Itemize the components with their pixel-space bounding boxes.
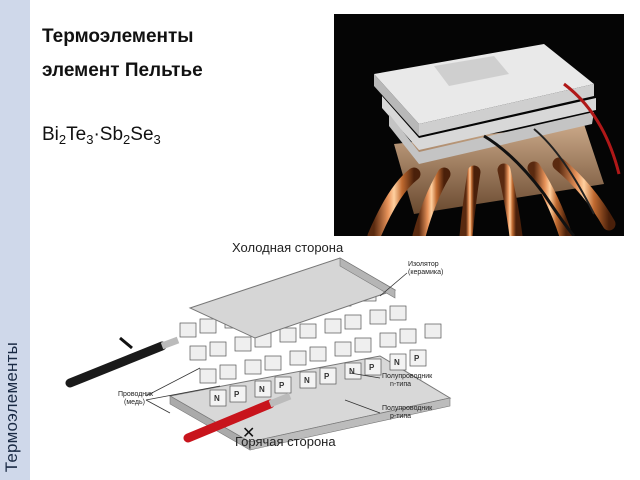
slide-title-line2: элемент Пельтье (42, 60, 203, 81)
top-plate (188, 257, 397, 339)
formula-dot: · (93, 124, 100, 145)
insulator-label-2: (керамика) (408, 269, 443, 276)
np-marks: N P N P N P N P N P (214, 354, 420, 403)
formula-sb: Sb (99, 124, 124, 145)
slide-title: Термоэлементы элемент Пельтье (42, 20, 203, 88)
x-mark: ✕ (242, 425, 255, 442)
n-mark: N (214, 394, 220, 403)
p-mark: P (414, 354, 420, 363)
sidebar-label: Термоэлементы (2, 341, 21, 472)
p-type-label-1: Полупроводник (382, 405, 433, 412)
chemical-formula: Bi2Te3·Sb2Se3 (42, 124, 161, 147)
n-mark: N (349, 367, 355, 376)
conductor-label-2: (медь) (124, 399, 145, 406)
black-wire (65, 341, 167, 388)
n-type-label-2: n-типа (390, 381, 411, 388)
p-mark: P (234, 390, 240, 399)
formula-bi: Bi (42, 124, 59, 145)
formula-te: Te (66, 124, 87, 145)
n-type-label-1: Полупроводник (382, 373, 433, 380)
p-mark: P (324, 372, 330, 381)
formula-sub-3: 2 (123, 132, 131, 147)
slide-title-line1: Термоэлементы (42, 26, 194, 47)
peltier-diagram: N P N P N P N P N P ✕ Холодная сторона Г… (65, 240, 452, 451)
n-mark: N (259, 385, 265, 394)
formula-sub-1: 2 (58, 132, 67, 147)
sidebar: Термоэлементы (0, 0, 30, 480)
peltier-photo (334, 14, 624, 236)
hot-side-label: Горячая сторона (235, 434, 336, 449)
formula-sub-4: 3 (153, 132, 161, 147)
formula-se: Se (130, 124, 154, 145)
red-wire (183, 399, 275, 443)
conductor-label-1: Проводник (118, 391, 154, 398)
p-mark: P (369, 363, 375, 372)
n-mark: N (304, 376, 310, 385)
insulator-label-1: Изолятор (408, 261, 439, 268)
n-mark: N (394, 358, 400, 367)
p-mark: P (279, 381, 285, 390)
front-row (209, 349, 427, 407)
formula-sub-2: 3 (86, 132, 94, 147)
cold-side-label: Холодная сторона (232, 240, 344, 255)
p-type-label-2: p-типа (390, 413, 411, 420)
